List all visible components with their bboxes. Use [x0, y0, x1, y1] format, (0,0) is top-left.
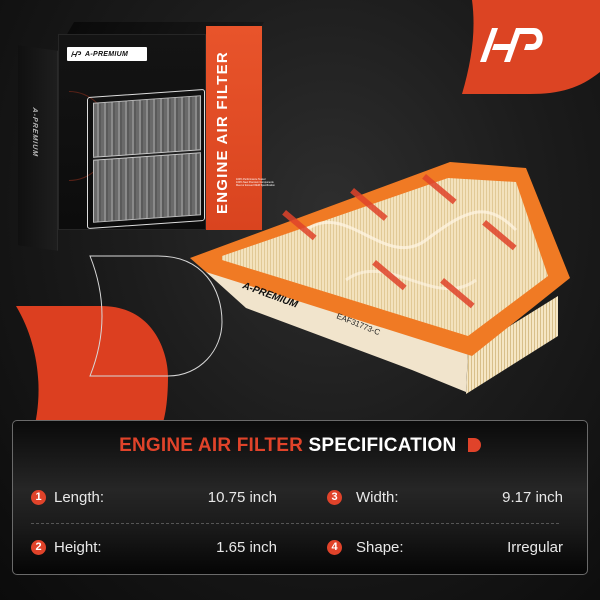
ap-logo-icon	[70, 51, 82, 57]
number-badge-icon: 4	[327, 539, 342, 555]
spec-panel: ENGINE AIR FILTER SPECIFICATION 1 Length…	[12, 420, 588, 575]
number-badge-icon: 1	[31, 489, 46, 505]
number-badge-icon: 3	[327, 489, 342, 505]
spec-label: Length:	[54, 488, 105, 506]
ap-logo-icon	[480, 28, 543, 62]
decorative-outline-d	[89, 255, 223, 377]
spec-item-length: 1 Length: 10.75 inch	[31, 482, 300, 512]
d-shape-icon	[467, 438, 481, 452]
air-filter-product: A-PREMIUM EAF31773-C	[190, 162, 570, 394]
box-feature-line: 100% New Premium Components	[236, 181, 274, 184]
box-spine: ENGINE AIR FILTER 100% Performance Teste…	[206, 26, 275, 230]
spec-item-width: 3 Width: 9.17 inch	[300, 482, 569, 512]
box-feature-line: Meet or Exceed OEM Specification	[236, 184, 275, 187]
spec-title-white: SPECIFICATION	[308, 435, 457, 456]
spec-item-shape: 4 Shape: Irregular	[300, 532, 569, 562]
spec-label: Width:	[356, 488, 399, 506]
spec-value: 9.17 inch	[502, 488, 563, 506]
spec-value: Irregular	[507, 538, 563, 556]
number-badge-icon: 2	[31, 539, 46, 555]
spec-item-height: 2 Height: 1.65 inch	[31, 532, 300, 562]
box-side-text: A-PREMIUM	[31, 107, 38, 158]
spec-row: 2 Height: 1.65 inch 4 Shape: Irregular	[31, 532, 569, 562]
spec-label: Shape:	[356, 538, 404, 556]
box-logo-text: A-PREMIUM	[85, 50, 129, 58]
spec-value: 1.65 inch	[216, 538, 277, 556]
spec-title: ENGINE AIR FILTER SPECIFICATION	[13, 435, 587, 457]
spec-divider	[31, 523, 559, 524]
box-spine-features: 100% Performance Tested 100% New Premium…	[236, 178, 275, 187]
spec-label: Height:	[54, 538, 102, 556]
box-feature-line: 100% Performance Tested	[236, 178, 266, 181]
spec-value: 10.75 inch	[207, 488, 277, 506]
box-front: A-PREMIUM	[58, 34, 206, 230]
spec-title-accent: ENGINE AIR FILTER	[119, 435, 303, 456]
box-logo: A-PREMIUM	[67, 47, 147, 61]
product-box: A-PREMIUM A-PREMIUM ENGINE AIR FILTER 10…	[18, 22, 275, 251]
box-side: A-PREMIUM	[18, 45, 58, 251]
spec-row: 1 Length: 10.75 inch 3 Width: 9.17 inch	[31, 482, 569, 512]
